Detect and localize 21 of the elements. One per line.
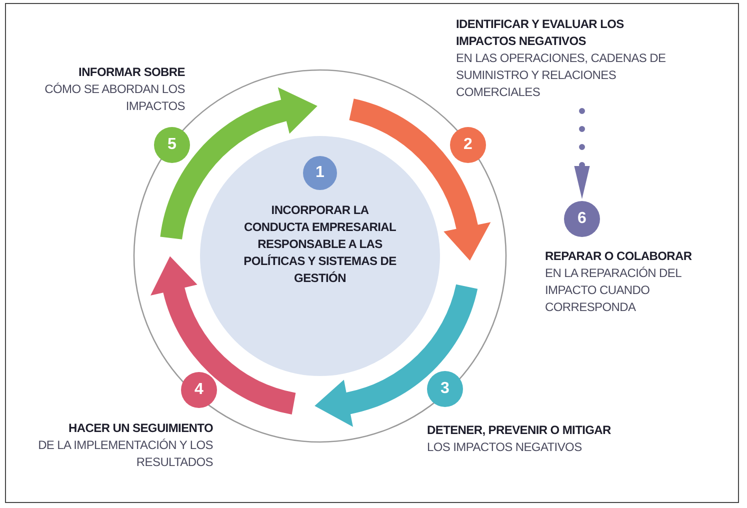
step-description: DE LA IMPLEMENTACIÓN Y LOS RESULTADOS	[37, 437, 213, 471]
number-badge: 4	[181, 372, 217, 408]
step-heading: IDENTIFICAR Y EVALUAR LOS IMPACTOS NEGATIVOS	[456, 16, 625, 50]
step-heading: INFORMAR SOBRE	[78, 64, 185, 81]
cycle-arrow	[314, 284, 478, 427]
step-heading: HACER UN SEGUIMIENTO	[68, 420, 213, 437]
number-badge: 1	[303, 156, 337, 190]
step-heading: DETENER, PREVENIR O MITIGAR	[427, 422, 612, 439]
step-heading: REPARAR O COLABORAR	[545, 248, 693, 265]
cycle-arrow	[160, 87, 318, 240]
number-badge: 6	[564, 201, 600, 237]
number-badge: 5	[154, 127, 190, 163]
number-badge: 3	[427, 371, 463, 407]
step-description: EN LAS OPERACIONES, CADENAS DE SUMINISTRO Y RELACIONES COMERCIALES	[456, 50, 667, 101]
step-description: EN LA REPARACIÓN DEL IMPACTO CUANDO CORRESPONDA	[545, 265, 682, 316]
cycle-arrow	[150, 256, 296, 414]
cycle-arrow	[349, 98, 491, 261]
center-heading: INCORPORAR LA CONDUCTA EMPRESARIAL RESPONSABLE A LAS POLÍTICAS Y SISTEMAS DE GESTIÓN	[242, 202, 398, 287]
step-description: CÓMO SE ABORDAN LOS IMPACTOS	[44, 81, 185, 115]
step-description: LOS IMPACTOS NEGATIVOS	[427, 439, 583, 456]
number-badge: 2	[450, 127, 486, 163]
